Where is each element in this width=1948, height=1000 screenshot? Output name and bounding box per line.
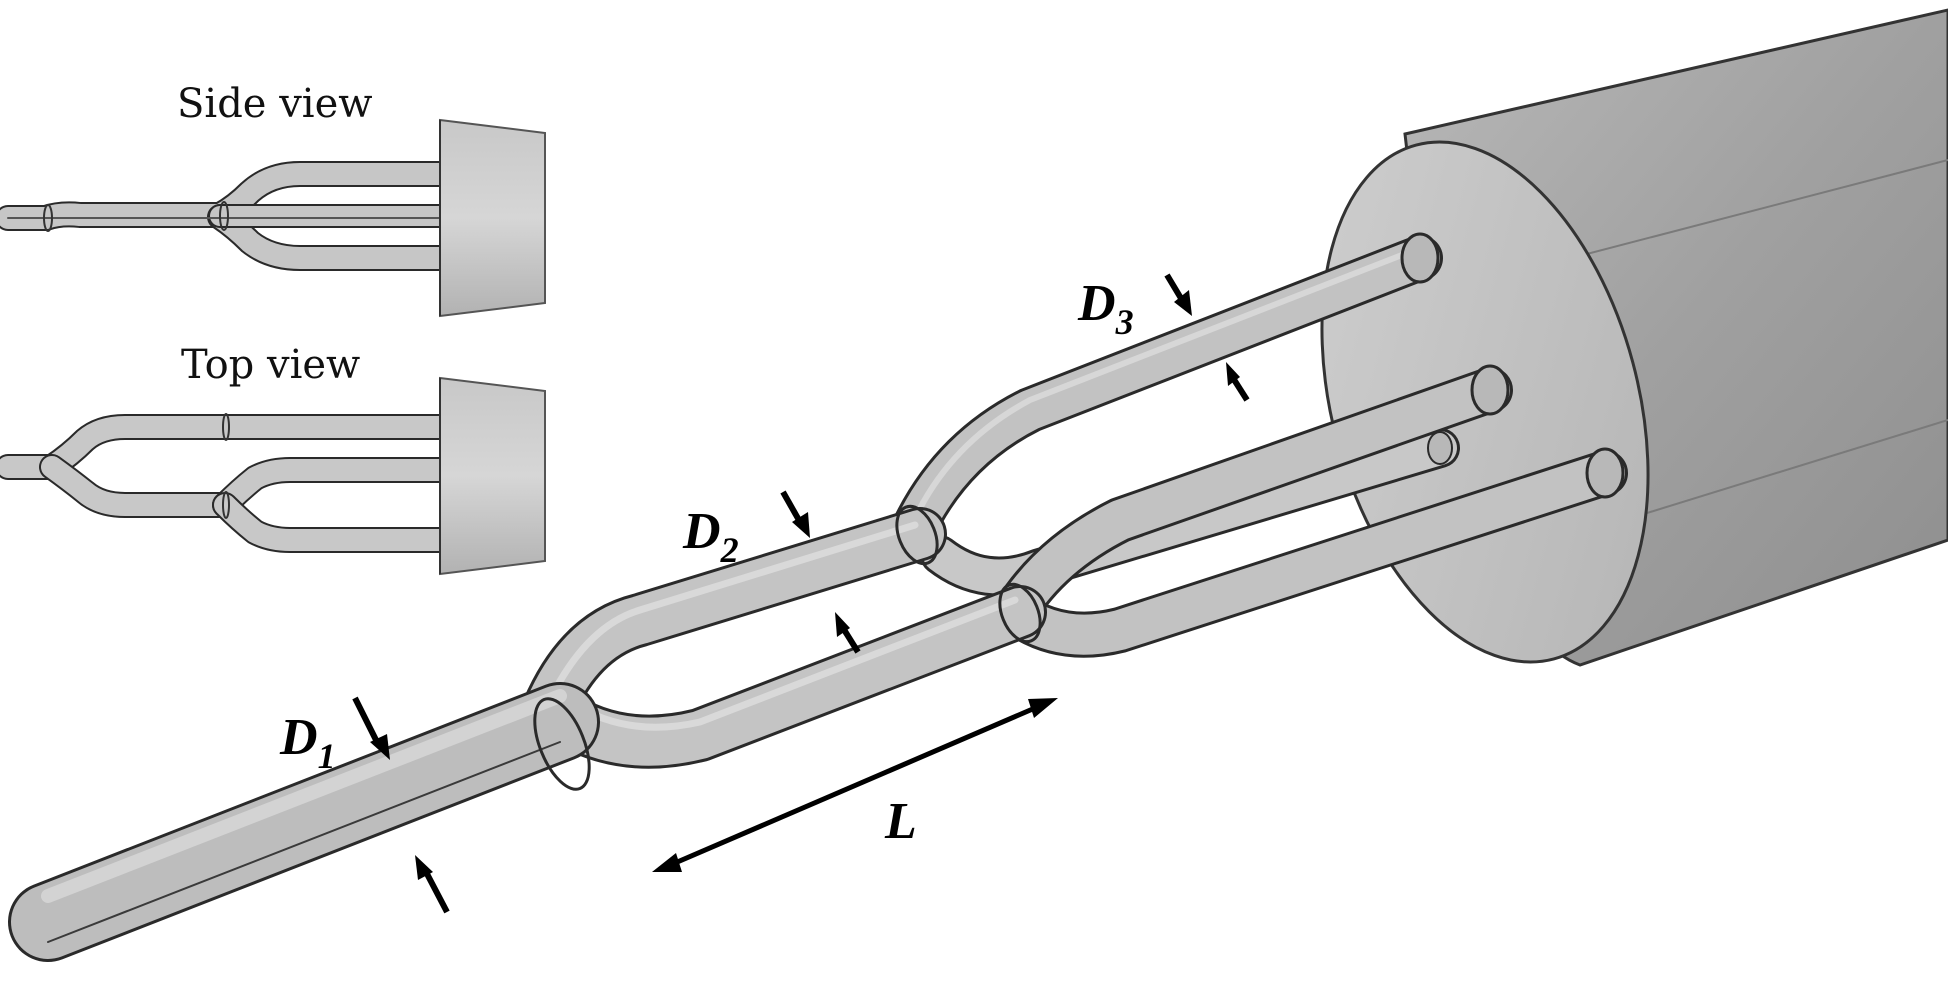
label-d3: D3 <box>1077 275 1134 342</box>
top-view-title: Top view <box>181 342 360 388</box>
label-length: L <box>884 793 917 850</box>
side-view-cone <box>439 118 546 318</box>
side-view-tubes <box>0 161 453 271</box>
channel-network <box>8 232 1628 962</box>
dimension-annotations: D1 D2 D3 L <box>279 273 1250 914</box>
side-view-title: Side view <box>177 81 373 127</box>
label-d1: D1 <box>279 709 336 776</box>
top-view-tubes <box>0 413 453 553</box>
top-view-inset: Top view <box>0 342 546 576</box>
length-arrow <box>667 702 1043 869</box>
label-d2: D2 <box>682 503 739 570</box>
side-view-inset: Side view <box>0 81 546 318</box>
top-view-cone <box>439 376 546 576</box>
main-assembly <box>8 8 1948 962</box>
